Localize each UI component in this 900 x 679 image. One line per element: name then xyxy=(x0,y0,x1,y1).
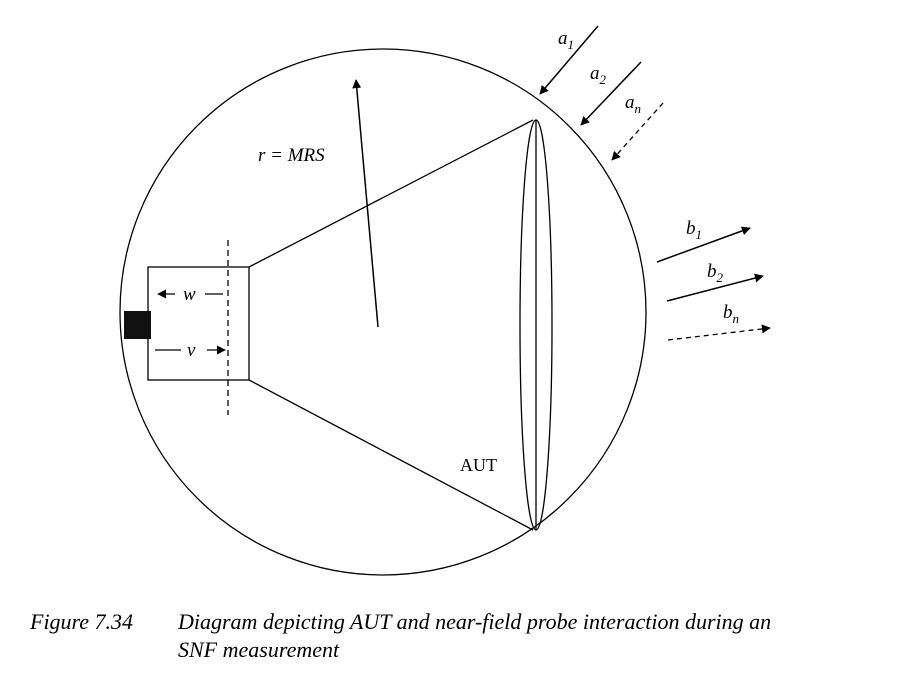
b2-label: b2 xyxy=(707,261,724,285)
aut-label: AUT xyxy=(460,455,497,475)
radius-label: r = MRS xyxy=(258,145,325,166)
caption-line-2: SNF measurement xyxy=(178,637,340,662)
a2-arrow xyxy=(580,61,642,126)
b1-label: b1 xyxy=(686,218,702,242)
v-label: v xyxy=(187,340,196,361)
horn-upper-edge xyxy=(248,119,534,268)
figure-caption: Figure 7.34 Diagram depicting AUT and nea… xyxy=(30,608,870,664)
figure-number: Figure 7.34 xyxy=(30,609,134,634)
radius-arrow xyxy=(352,79,379,328)
snf-diagram: w v r = MRS AUT a1 a2 an b1 b2 bn xyxy=(119,25,771,576)
horn-lower-edge xyxy=(248,379,534,531)
probe-block xyxy=(124,311,151,339)
b1-arrow xyxy=(656,226,751,263)
an-label: an xyxy=(625,92,641,116)
a1-arrow xyxy=(539,25,599,95)
bn-arrow xyxy=(667,324,771,341)
a2-label: a2 xyxy=(590,63,607,87)
measurement-sphere xyxy=(119,48,647,576)
w-label: w xyxy=(183,284,196,305)
b2-arrow xyxy=(666,273,764,302)
caption-line-1: Diagram depicting AUT and near-field pro… xyxy=(178,609,772,634)
bn-label: bn xyxy=(723,302,739,326)
an-arrow xyxy=(611,102,664,161)
a1-label: a1 xyxy=(558,28,574,52)
